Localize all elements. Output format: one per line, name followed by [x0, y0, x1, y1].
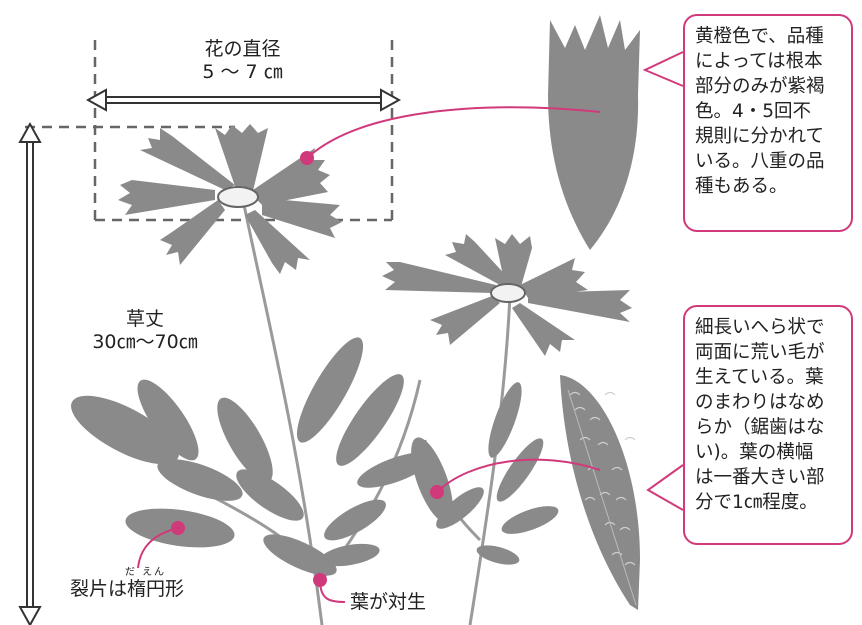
petal-note-line: 色。4・5回不: [695, 101, 812, 122]
diameter-arrow: [85, 88, 402, 112]
leaf-note-line: は一番大きい部: [695, 467, 825, 488]
dashed-guides: [25, 40, 394, 222]
leaf-note-line: 細長いへら状で: [695, 317, 825, 338]
leaf-note-line: のまわりはなめ: [695, 392, 825, 413]
opposite-leaf-label: 葉が対生: [350, 591, 427, 613]
leaf-note-line: 生えている。葉: [695, 367, 824, 388]
diameter-label: 花の直径 5 〜 7 ㎝: [175, 38, 310, 84]
callout-connectors: [137, 51, 684, 603]
leaves-right: [411, 382, 559, 565]
petal-note-line: 黄橙色で、品種: [695, 26, 824, 47]
leaf-note-line: 分で1㎝程度。: [695, 492, 818, 513]
diameter-value: 5 〜 7 ㎝: [202, 61, 283, 83]
flower-upper: [118, 124, 342, 274]
height-label: 草丈 30㎝〜70㎝: [80, 308, 210, 354]
leaflet-label: 裂片は楕円形: [70, 578, 185, 600]
leaf-note-line: らか（鋸歯はな: [695, 417, 825, 438]
petal-note-line: 規則に分かれて: [695, 126, 824, 147]
leaf-note-line: 両面に荒い毛が: [695, 342, 825, 363]
petal-note-line: 種もある。: [695, 176, 788, 197]
height-title: 草丈: [125, 308, 164, 330]
petal-note-line: によっては根本: [695, 51, 823, 72]
petal-illustration: [548, 15, 640, 250]
height-arrow: [18, 121, 42, 625]
height-value: 30㎝〜70㎝: [92, 331, 198, 353]
leaves-left: [71, 337, 433, 576]
callout-dots: [171, 151, 444, 587]
petal-note-line: いる。八重の品: [695, 151, 825, 172]
flower-lower: [382, 234, 632, 356]
leaflet-ruby: だ えん: [125, 567, 167, 578]
leaf-note-line: い)。葉の横幅: [695, 442, 814, 463]
leaf-illustration: [560, 375, 640, 610]
leaf-note-box: 細長いへら状で 両面に荒い毛が 生えている。葉 のまわりはなめ らか（鋸歯はな …: [683, 305, 853, 545]
petal-note-box: 黄橙色で、品種 によっては根本 部分のみが紫褐 色。4・5回不 規則に分かれて …: [683, 14, 853, 232]
diameter-title: 花の直径: [204, 38, 281, 60]
petal-note-line: 部分のみが紫褐: [695, 76, 825, 97]
